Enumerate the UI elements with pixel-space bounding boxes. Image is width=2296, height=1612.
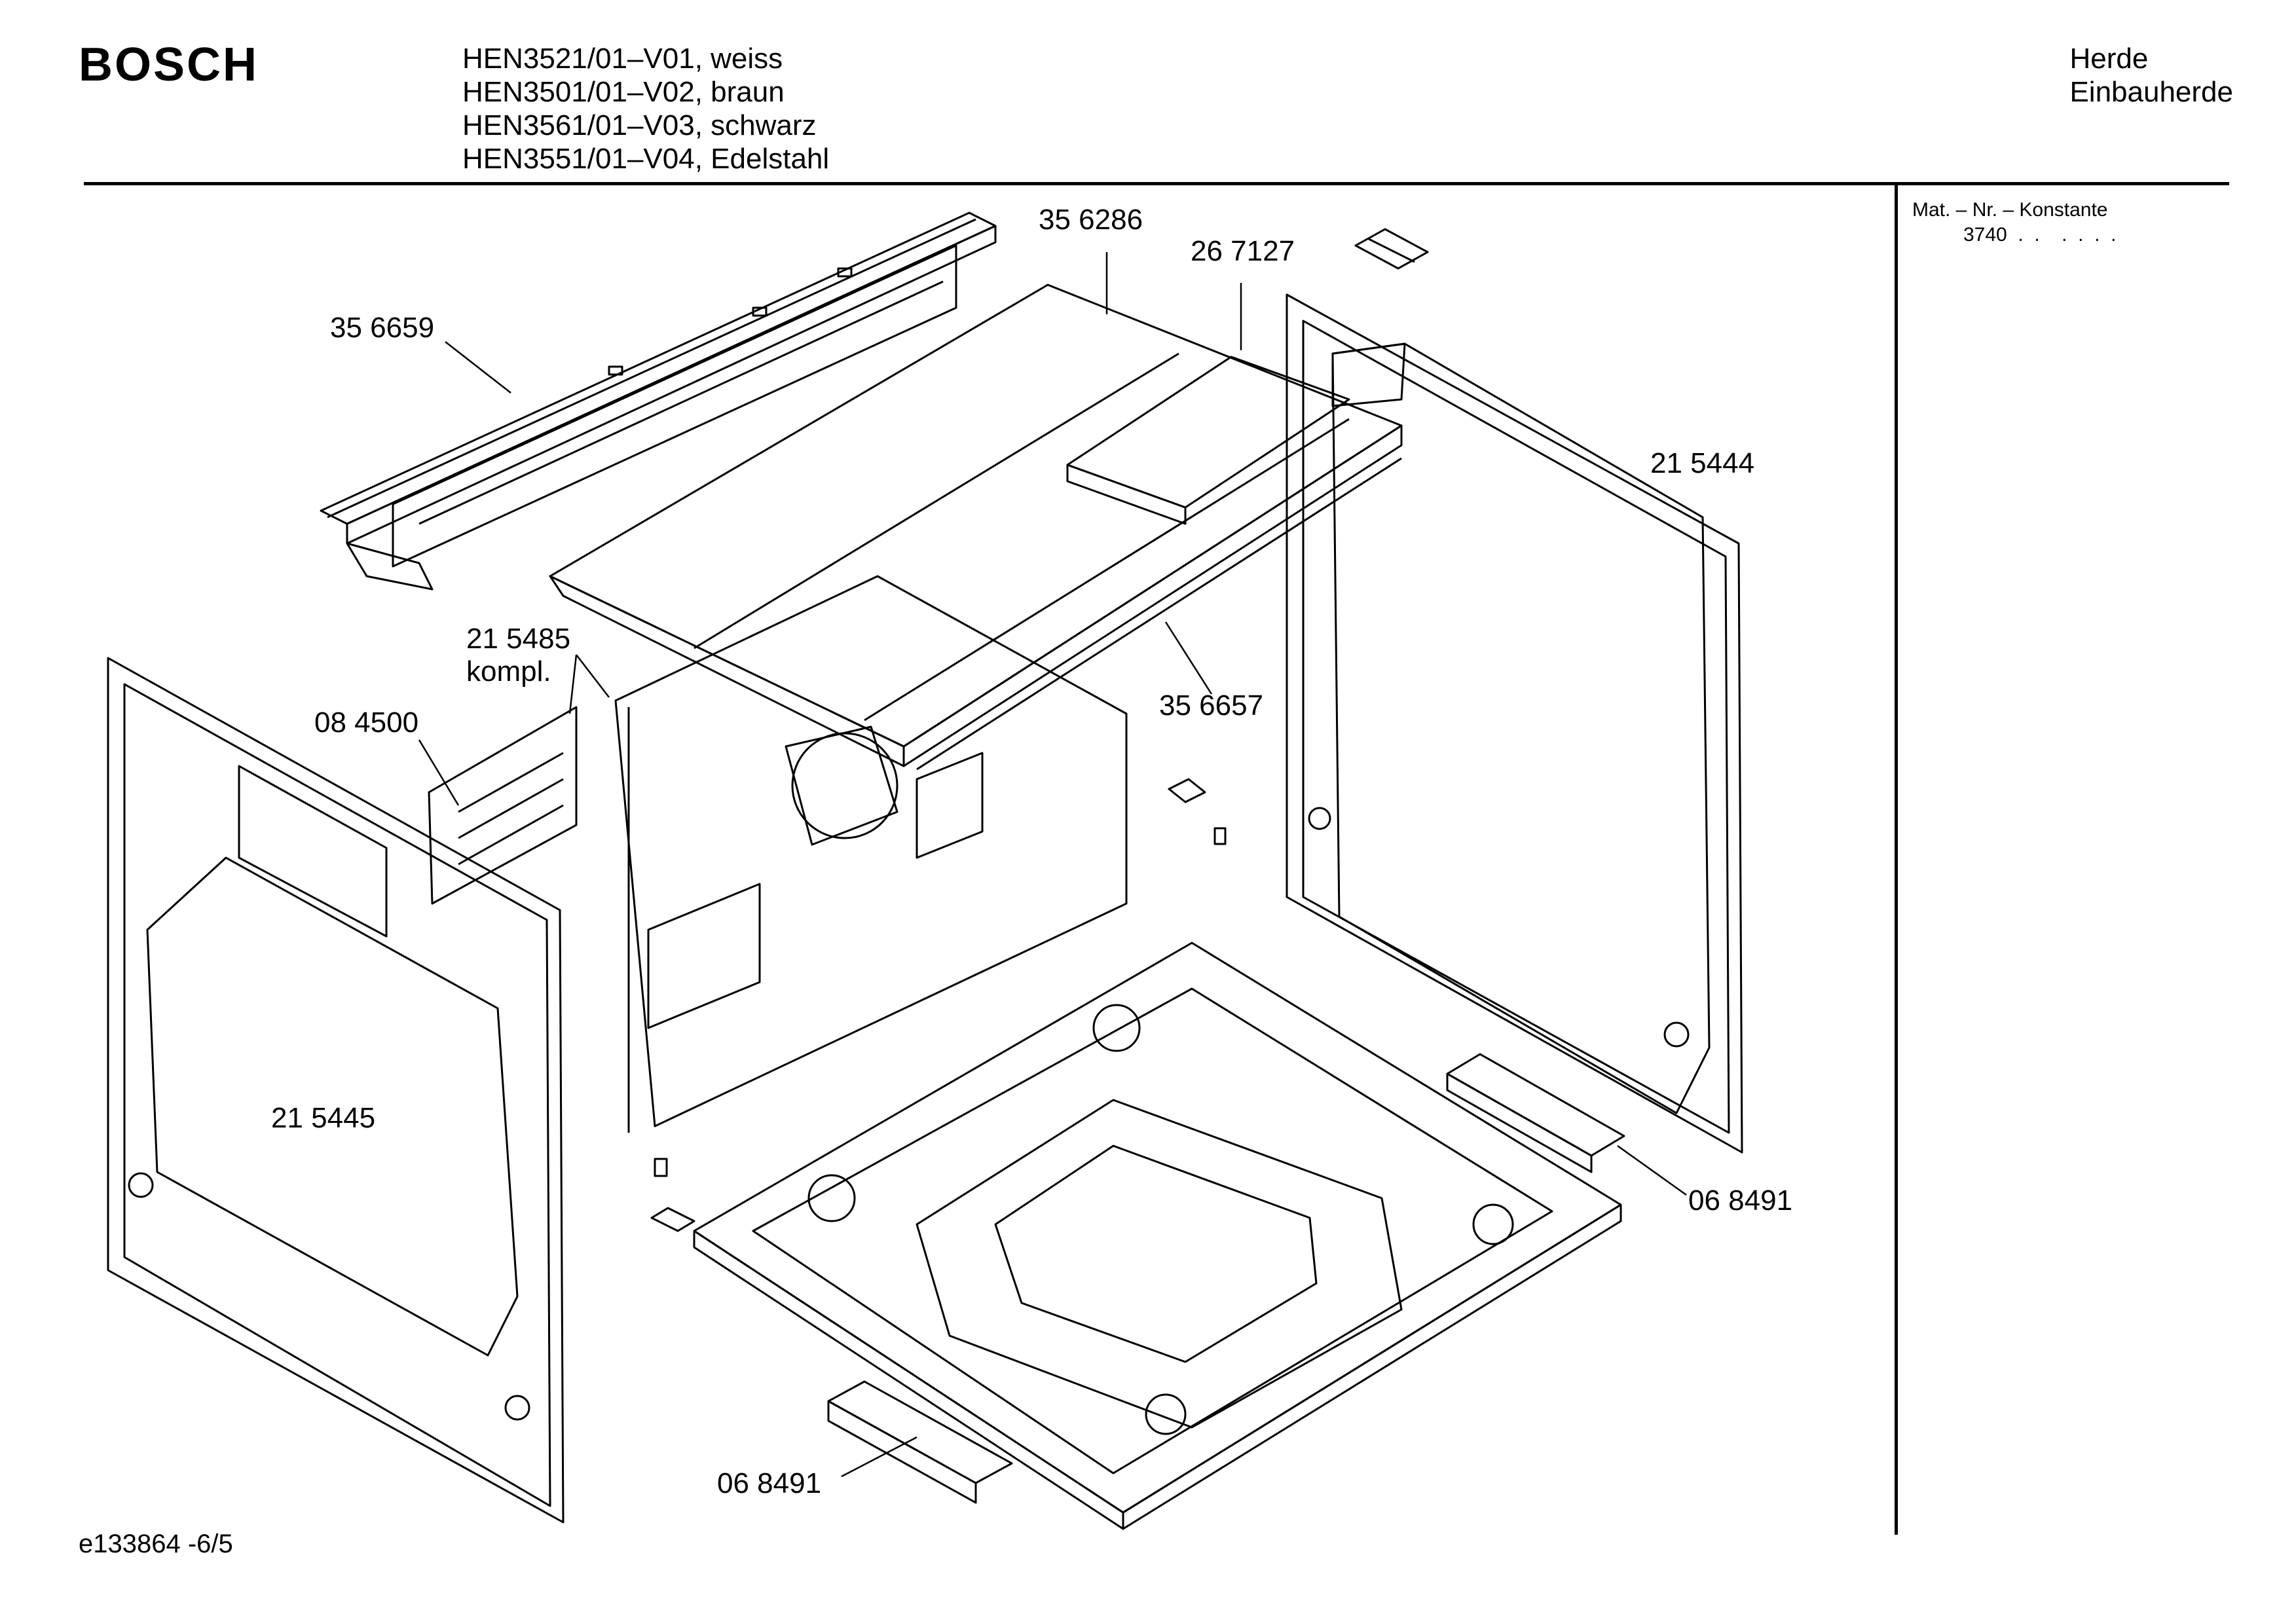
part-label-215444: 21 5444: [1650, 447, 1754, 479]
part-label-215485: 21 5485: [466, 623, 570, 655]
top-clip: [1354, 228, 1429, 270]
part-label-356657: 35 6657: [1159, 689, 1263, 722]
mat-nr-block: Mat. – Nr. – Konstante 3740 . . . . . .: [1912, 198, 2116, 247]
part-label-215445: 21 5445: [271, 1102, 375, 1134]
part-label-267127: 26 7127: [1191, 235, 1295, 267]
part-label-068491-right: 06 8491: [1688, 1184, 1792, 1217]
model-line: HEN3521/01–V01, weiss: [462, 43, 783, 75]
category-block: Herde Einbauherde: [2069, 42, 2233, 109]
left-side-wall: [107, 657, 565, 1524]
part-label-068491-bottom: 06 8491: [717, 1467, 821, 1499]
sidebar-rule: [1895, 185, 1898, 1535]
part-label-356659: 35 6659: [330, 312, 434, 344]
shelf-rail-right: [1446, 1053, 1625, 1173]
small-clips: [650, 778, 1227, 1232]
model-line: HEN3501/01–V02, braun: [462, 76, 785, 108]
category-line: Herde: [2069, 43, 2149, 75]
document-id: e133864 -6/5: [79, 1530, 233, 1558]
brand-logo: BOSCH: [79, 39, 259, 91]
shelf-rail-bottom: [827, 1380, 1013, 1504]
mat-nr-label: Mat. – Nr. – Konstante: [1912, 199, 2108, 221]
bracket-plate: [1066, 356, 1350, 525]
bottom-wall: [693, 942, 1622, 1530]
top-cover-plate: [549, 284, 1403, 771]
model-list: HEN3521/01–V01, weiss HEN3501/01–V02, br…: [462, 42, 829, 175]
subcategory-line: Einbauherde: [2069, 76, 2233, 108]
part-label-084500: 08 4500: [314, 706, 418, 739]
top-rear-rail: [320, 211, 997, 591]
part-label-356286: 35 6286: [1039, 204, 1143, 236]
rear-wall: [614, 575, 1128, 1133]
model-line: HEN3551/01–V04, Edelstahl: [462, 143, 830, 175]
part-label-kompl: kompl.: [466, 655, 551, 687]
right-side-wall: [1286, 293, 1743, 1154]
model-line: HEN3561/01–V03, schwarz: [462, 109, 817, 141]
header-rule: [84, 182, 2229, 185]
mat-nr-value: 3740 . . . . . .: [1963, 224, 2117, 246]
leader-lines: [418, 252, 1687, 1478]
fan-cover: [428, 706, 578, 905]
